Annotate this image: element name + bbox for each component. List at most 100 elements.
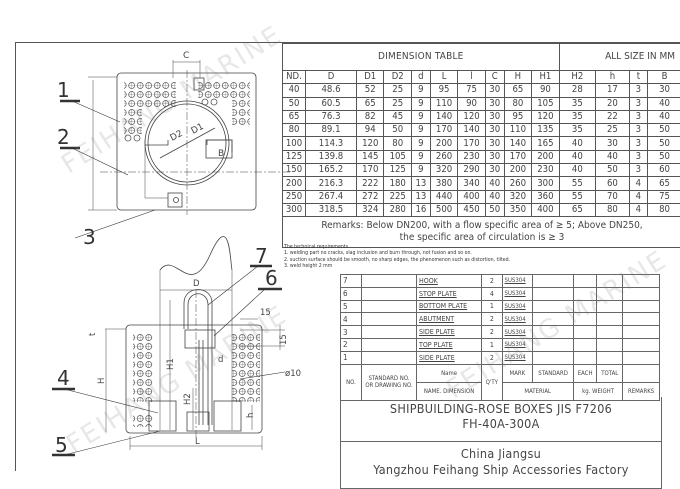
parts-each bbox=[573, 287, 596, 300]
table-cell: 50 bbox=[384, 124, 411, 137]
parts-total bbox=[597, 300, 623, 313]
col-header: H2 bbox=[559, 71, 595, 84]
table-cell: 280 bbox=[384, 203, 411, 216]
svg-text:t: t bbox=[88, 332, 98, 336]
table-cell: 25 bbox=[596, 124, 630, 137]
svg-text:H2: H2 bbox=[183, 393, 193, 405]
table-cell: 65 bbox=[648, 177, 680, 190]
svg-text:3: 3 bbox=[83, 225, 96, 249]
table-cell: 89.1 bbox=[306, 124, 357, 137]
table-cell: 3 bbox=[629, 110, 647, 123]
table-cell: 65 bbox=[357, 97, 384, 110]
hdr-total: TOTAL bbox=[597, 364, 623, 382]
table-cell: 48.6 bbox=[306, 84, 357, 97]
table-cell: 150 bbox=[283, 164, 306, 177]
svg-text:C: C bbox=[183, 51, 189, 61]
parts-each bbox=[573, 300, 596, 313]
table-cell: 40 bbox=[559, 164, 595, 177]
hdr-no: NO. bbox=[341, 364, 362, 400]
table-cell: 60 bbox=[596, 177, 630, 190]
parts-remarks bbox=[623, 351, 660, 364]
col-header: D2 bbox=[384, 71, 411, 84]
table-cell: 3 bbox=[629, 137, 647, 150]
table-cell: 170 bbox=[504, 150, 531, 163]
col-header: t bbox=[629, 71, 647, 84]
table-cell: 3 bbox=[629, 150, 647, 163]
table-cell: 40 bbox=[648, 97, 680, 110]
parts-standard2 bbox=[533, 326, 574, 339]
parts-each bbox=[573, 275, 596, 288]
parts-remarks bbox=[623, 326, 660, 339]
table-cell: 216.3 bbox=[306, 177, 357, 190]
table-cell: 170 bbox=[430, 124, 457, 137]
parts-name: HOOK bbox=[417, 275, 482, 288]
table-cell: 200 bbox=[504, 164, 531, 177]
table-cell: 120 bbox=[532, 110, 559, 123]
parts-each bbox=[573, 313, 596, 326]
hdr-standard: STANDARD NO. OR DRAWING NO. bbox=[362, 364, 417, 400]
parts-qty: 2 bbox=[482, 275, 502, 288]
hdr-standard2: STANDARD bbox=[533, 364, 574, 382]
svg-text:h: h bbox=[246, 413, 256, 418]
parts-remarks bbox=[623, 287, 660, 300]
parts-remarks bbox=[623, 313, 660, 326]
parts-standard2 bbox=[533, 338, 574, 351]
table-cell: 30 bbox=[485, 124, 504, 137]
dimension-table-title-row: DIMENSION TABLE ALL SIZE IN MM bbox=[283, 44, 680, 71]
table-cell: 60 bbox=[648, 164, 680, 177]
remarks-line-1: Remarks: Below DN200, with a flow specif… bbox=[287, 220, 677, 232]
dimension-table-title: DIMENSION TABLE bbox=[283, 44, 560, 71]
table-cell: 50 bbox=[648, 137, 680, 150]
side-view bbox=[105, 237, 285, 450]
hdr-blank bbox=[623, 364, 660, 382]
hdr-mark: MARK bbox=[502, 364, 533, 382]
table-cell: 25 bbox=[384, 97, 411, 110]
table-cell: 75 bbox=[648, 190, 680, 203]
top-view bbox=[88, 60, 290, 215]
parts-total bbox=[597, 313, 623, 326]
table-cell: 28 bbox=[559, 84, 595, 97]
svg-text:6: 6 bbox=[265, 266, 278, 290]
table-cell: 35 bbox=[559, 97, 595, 110]
parts-standard2 bbox=[533, 313, 574, 326]
parts-no: 6 bbox=[341, 287, 362, 300]
parts-standard bbox=[362, 275, 417, 288]
table-cell: 9 bbox=[411, 164, 430, 177]
parts-standard2 bbox=[533, 275, 574, 288]
parts-qty: 4 bbox=[482, 287, 502, 300]
parts-total bbox=[597, 275, 623, 288]
table-cell: 139.8 bbox=[306, 150, 357, 163]
table-cell: 440 bbox=[430, 190, 457, 203]
table-cell: 52 bbox=[357, 84, 384, 97]
svg-text:7: 7 bbox=[255, 244, 268, 268]
table-cell: 9 bbox=[411, 150, 430, 163]
svg-text:d: d bbox=[218, 355, 223, 365]
table-cell: 125 bbox=[384, 164, 411, 177]
table-cell: 272 bbox=[357, 190, 384, 203]
svg-text:5: 5 bbox=[55, 433, 68, 457]
parts-remarks bbox=[623, 275, 660, 288]
table-cell: 16 bbox=[411, 203, 430, 216]
table-cell: 60.5 bbox=[306, 97, 357, 110]
table-cell: 50 bbox=[648, 124, 680, 137]
parts-material: SUS304 bbox=[502, 313, 533, 326]
table-cell: 50 bbox=[283, 97, 306, 110]
table-cell: 55 bbox=[559, 177, 595, 190]
parts-each bbox=[573, 326, 596, 339]
parts-name: STOP PLATE bbox=[417, 287, 482, 300]
table-cell: 40 bbox=[283, 84, 306, 97]
table-cell: 350 bbox=[504, 203, 531, 216]
table-cell: 324 bbox=[357, 203, 384, 216]
parts-qty: 1 bbox=[482, 338, 502, 351]
table-cell: 65 bbox=[283, 110, 306, 123]
